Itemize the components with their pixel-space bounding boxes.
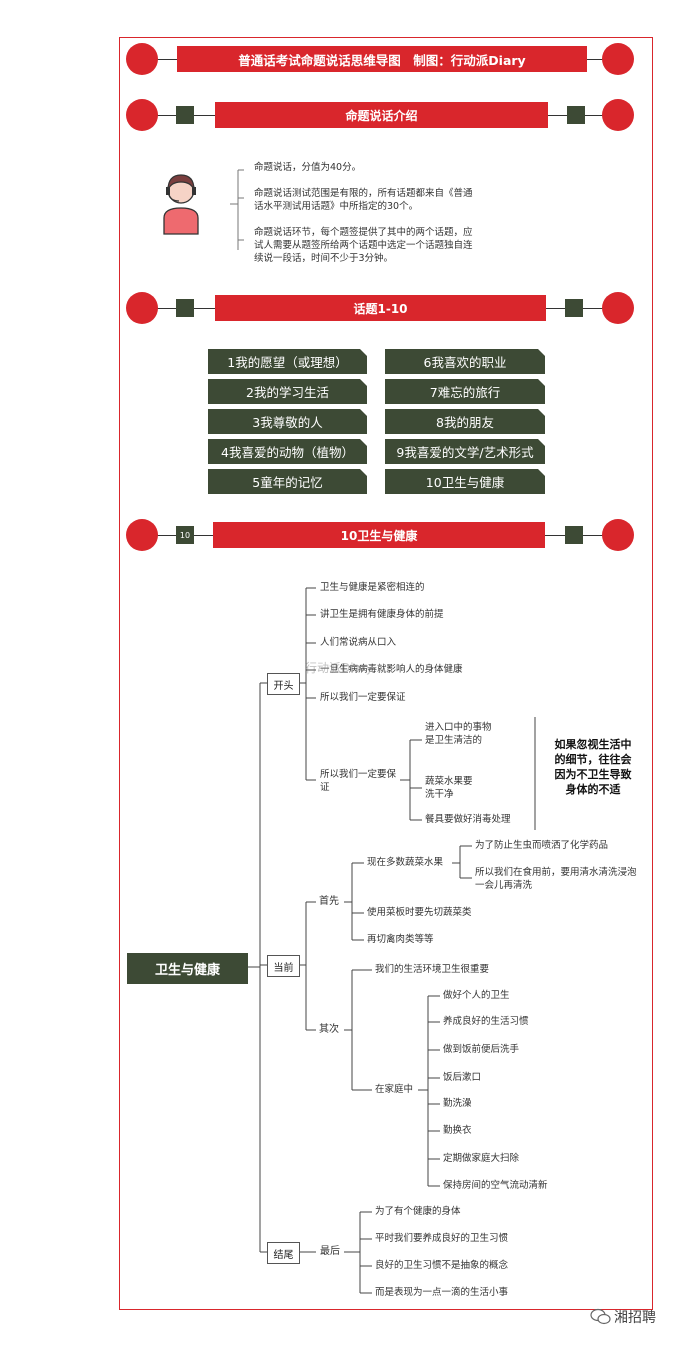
section1-title: 命题说话介绍: [215, 102, 548, 128]
current-veg-sub-2: 所以我们在食用前，要用清水清洗浸泡一会儿再清洗: [475, 867, 637, 891]
open-note: 如果忽视生活中的细节，往往会因为不卫生导致身体的不适: [554, 738, 632, 796]
topic-7: 7难忘的旅行: [385, 379, 545, 404]
home-item-1: 做好个人的卫生: [443, 990, 510, 1001]
topic-2: 2我的学习生活: [208, 379, 367, 404]
home-item-6: 勤换衣: [443, 1125, 472, 1136]
intro-paragraph-2: 命题说话测试范围是有限的，所有话题都来自《普通话水平测试用话题》中所指定的30个…: [254, 188, 473, 212]
open-item-5: 所以我们一定要保证: [320, 692, 406, 703]
end-item-1: 为了有个健康的身体: [375, 1206, 461, 1217]
topic-9: 9我喜爱的文学/艺术形式: [385, 439, 545, 464]
end-item-2: 平时我们要养成良好的卫生习惯: [375, 1233, 509, 1244]
section2-title: 话题1-10: [215, 295, 546, 321]
section1-left-square: [176, 106, 194, 124]
branch-current: 当前: [267, 955, 300, 977]
wechat-icon: [590, 1308, 611, 1325]
mindmap-root: 卫生与健康: [127, 953, 248, 984]
end-item-4: 而是表现为一点一滴的生活小事: [375, 1287, 509, 1298]
footer-logo: 湘招聘: [590, 1305, 680, 1329]
section1-left-dot: [126, 99, 158, 131]
open-item-1: 卫生与健康是紧密相连的: [320, 582, 425, 593]
home-item-4: 饭后漱口: [443, 1072, 482, 1083]
section1-right-dot: [602, 99, 634, 131]
section1-right-square: [567, 106, 585, 124]
header-title: 普通话考试命题说话思维导图 制图：行动派Diary: [177, 46, 587, 72]
section2-left-dot: [126, 292, 158, 324]
open-sub-2: 蔬菜水果要洗干净: [425, 776, 473, 800]
open-item-3: 人们常说病从口入: [320, 637, 397, 648]
section3-badge: 10: [176, 526, 194, 544]
current-home: 在家庭中: [375, 1084, 414, 1095]
current-second: 其次: [319, 1024, 339, 1035]
branch-open: 开头: [267, 673, 300, 695]
home-item-3: 做到饭前便后洗手: [443, 1044, 520, 1055]
open-item-4: 一旦生病病毒就影响人的身体健康: [320, 664, 463, 675]
topic-3: 3我尊敬的人: [208, 409, 367, 434]
footer-logo-text: 湘招聘: [614, 1310, 656, 1326]
home-item-2: 养成良好的生活习惯: [443, 1016, 529, 1027]
topic-8: 8我的朋友: [385, 409, 545, 434]
section3-left-dot: [126, 519, 158, 551]
open-sub-1: 进入口中的事物是卫生清洁的: [425, 722, 492, 746]
topic-6: 6我喜欢的职业: [385, 349, 545, 374]
intro-paragraph-1: 命题说话，分值为40分。: [254, 162, 362, 173]
section3-right-dot: [602, 519, 634, 551]
home-item-7: 定期做家庭大扫除: [443, 1153, 520, 1164]
section2-right-dot: [602, 292, 634, 324]
topic-1: 1我的愿望（或理想）: [208, 349, 367, 374]
topic-5: 5童年的记忆: [208, 469, 367, 494]
open-item-2: 讲卫生是拥有健康身体的前提: [320, 609, 444, 620]
section2-right-square: [565, 299, 583, 317]
person-icon: [158, 168, 204, 236]
home-item-5: 勤洗澡: [443, 1098, 472, 1109]
current-veg-sub-1: 为了防止生虫而喷洒了化学药品: [475, 840, 609, 851]
page-frame: [119, 37, 653, 1310]
section3-right-square: [565, 526, 583, 544]
current-first-item-2: 再切禽肉类等等: [367, 934, 434, 945]
open-sub-3: 餐具要做好消毒处理: [425, 814, 511, 825]
current-veg: 现在多数蔬菜水果: [367, 857, 444, 868]
intro-paragraph-3: 命题说话环节，每个题签提供了其中的两个话题，应试人需要从题签所给两个话题中选定一…: [254, 227, 473, 264]
home-item-8: 保持房间的空气流动清新: [443, 1180, 548, 1191]
end-item-3: 良好的卫生习惯不是抽象的概念: [375, 1260, 509, 1271]
topic-4: 4我喜爱的动物（植物）: [208, 439, 367, 464]
watermark: 行动派Diary: [305, 661, 373, 675]
topic-10: 10卫生与健康: [385, 469, 545, 494]
section2-left-square: [176, 299, 194, 317]
header-left-dot: [126, 43, 158, 75]
header-right-dot: [602, 43, 634, 75]
branch-end: 结尾: [267, 1242, 300, 1264]
current-env: 我们的生活环境卫生很重要: [375, 964, 490, 975]
end-last: 最后: [320, 1246, 340, 1257]
current-first: 首先: [319, 896, 339, 907]
intro-text: 命题说话，分值为40分。 命题说话测试范围是有限的，所有话题都来自《普通话水平测…: [254, 161, 479, 265]
open-guarantee: 所以我们一定要保证: [320, 769, 397, 793]
current-first-item-1: 使用菜板时要先切蔬菜类: [367, 907, 472, 918]
section3-title: 10卫生与健康: [213, 522, 545, 548]
